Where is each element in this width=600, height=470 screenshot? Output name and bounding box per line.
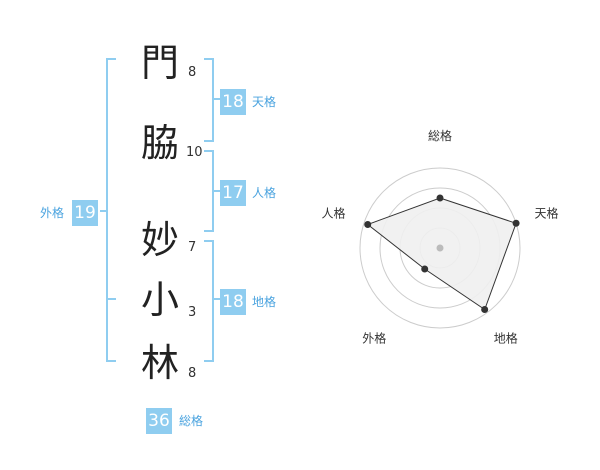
radar-axis-label-5: 人格 bbox=[321, 205, 345, 220]
radar-axis-label-2: 天格 bbox=[534, 205, 558, 220]
soukaku-label: 総格 bbox=[179, 414, 204, 428]
soukaku-value-badge: 36 bbox=[146, 408, 172, 434]
radar-axis-label-3: 地格 bbox=[494, 331, 518, 346]
radar-axis-label-1: 総格 bbox=[428, 128, 452, 143]
stroke-count-5: 8 bbox=[188, 366, 197, 381]
radar-value-polygon bbox=[366, 197, 517, 311]
radar-point-4 bbox=[421, 265, 429, 273]
name-char-1: 門 bbox=[140, 41, 179, 85]
gaikaku-split-tick bbox=[106, 298, 116, 300]
jinkaku-value-badge: 17 bbox=[220, 180, 246, 206]
tenkaku-label: 天格 bbox=[252, 95, 277, 109]
stroke-count-1: 8 bbox=[188, 65, 197, 80]
radar-point-2 bbox=[512, 219, 520, 227]
radar-center-dot bbox=[436, 244, 444, 252]
name-char-2: 脇 bbox=[140, 121, 179, 165]
chikaku-bracket bbox=[204, 240, 214, 362]
radar-point-5 bbox=[364, 221, 372, 229]
stroke-count-4: 3 bbox=[188, 305, 197, 320]
radar-point-1 bbox=[436, 194, 444, 202]
jinkaku-tick bbox=[212, 190, 220, 192]
name-char-3: 妙 bbox=[140, 218, 179, 262]
jinkaku-label: 人格 bbox=[252, 186, 277, 200]
gaikaku-tick bbox=[100, 210, 108, 212]
name-char-4: 小 bbox=[140, 278, 179, 322]
gaikaku-label: 外格 bbox=[40, 206, 65, 220]
chikaku-tick bbox=[212, 298, 220, 300]
radar-axis-label-4: 外格 bbox=[362, 331, 386, 346]
name-char-5: 林 bbox=[140, 341, 179, 385]
tenkaku-bracket bbox=[204, 58, 214, 142]
tenkaku-tick bbox=[212, 98, 220, 100]
radar-point-3 bbox=[481, 305, 489, 313]
tenkaku-value-badge: 18 bbox=[220, 89, 246, 115]
stroke-count-2: 10 bbox=[186, 145, 203, 160]
chikaku-label: 地格 bbox=[252, 295, 277, 309]
stroke-count-3: 7 bbox=[188, 240, 197, 255]
chikaku-value-badge: 18 bbox=[220, 289, 246, 315]
radar-ring-4 bbox=[359, 167, 521, 329]
gaikaku-value-badge: 19 bbox=[72, 200, 98, 226]
